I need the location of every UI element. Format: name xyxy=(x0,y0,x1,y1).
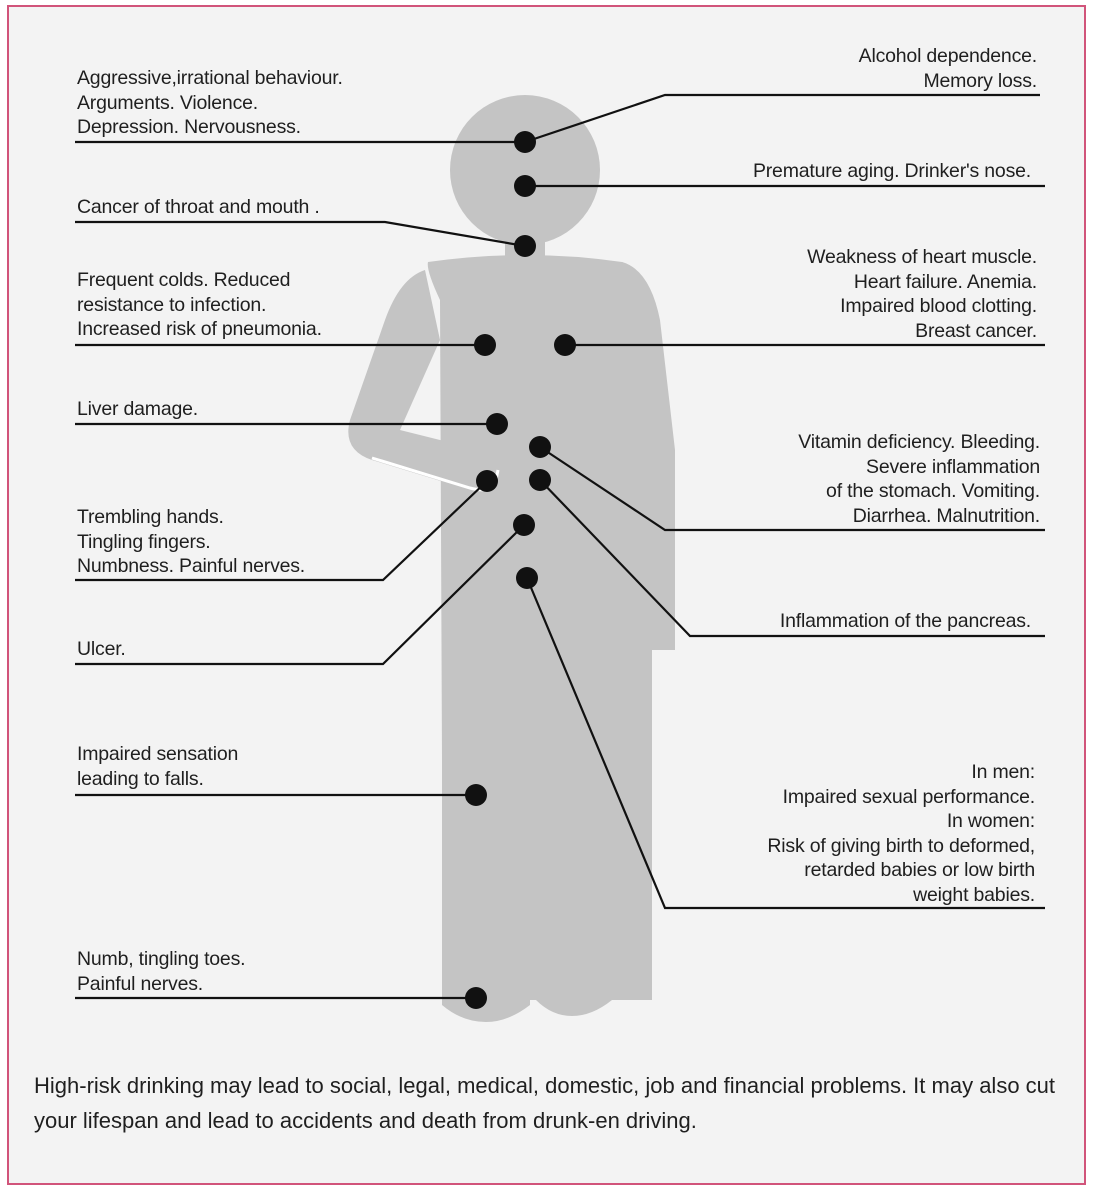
dot-liver xyxy=(486,413,508,435)
right-leg xyxy=(536,680,612,1016)
dot-ulcer xyxy=(513,514,535,536)
label-sexual: In men: Impaired sexual performance. In … xyxy=(767,760,1035,907)
leader-alcohol xyxy=(525,95,1040,142)
label-colds: Frequent colds. Reduced resistance to in… xyxy=(77,268,322,342)
dot-brain xyxy=(514,131,536,153)
left-leg xyxy=(442,680,530,1022)
dot-heart xyxy=(554,334,576,356)
dot-stomach xyxy=(529,436,551,458)
caption-text: High-risk drinking may lead to social, l… xyxy=(34,1068,1064,1138)
label-alcohol: Alcohol dependence. Memory loss. xyxy=(859,44,1037,93)
dot-groin xyxy=(516,567,538,589)
head xyxy=(450,95,600,245)
label-aging: Premature aging. Drinker's nose. xyxy=(753,159,1031,184)
label-sensation: Impaired sensation leading to falls. xyxy=(77,742,238,791)
label-hands: Trembling hands. Tingling fingers. Numbn… xyxy=(77,505,305,579)
label-heart: Weakness of heart muscle. Heart failure.… xyxy=(807,245,1037,343)
label-behaviour: Aggressive,irrational behaviour. Argumen… xyxy=(77,66,343,140)
dot-throat xyxy=(514,235,536,257)
label-ulcer: Ulcer. xyxy=(77,637,126,662)
label-toes: Numb, tingling toes. Painful nerves. xyxy=(77,947,245,996)
label-throat: Cancer of throat and mouth . xyxy=(77,195,320,220)
human-silhouette xyxy=(348,95,675,1022)
dot-thigh xyxy=(465,784,487,806)
dot-toe xyxy=(465,987,487,1009)
dot-pancreas xyxy=(529,469,551,491)
dot-hand xyxy=(476,470,498,492)
label-liver: Liver damage. xyxy=(77,397,198,422)
leader-throat xyxy=(75,222,525,246)
label-vitamin: Vitamin deficiency. Bleeding. Severe inf… xyxy=(798,430,1040,528)
dot-nose xyxy=(514,175,536,197)
dot-lung xyxy=(474,334,496,356)
label-pancreas: Inflammation of the pancreas. xyxy=(780,609,1031,634)
